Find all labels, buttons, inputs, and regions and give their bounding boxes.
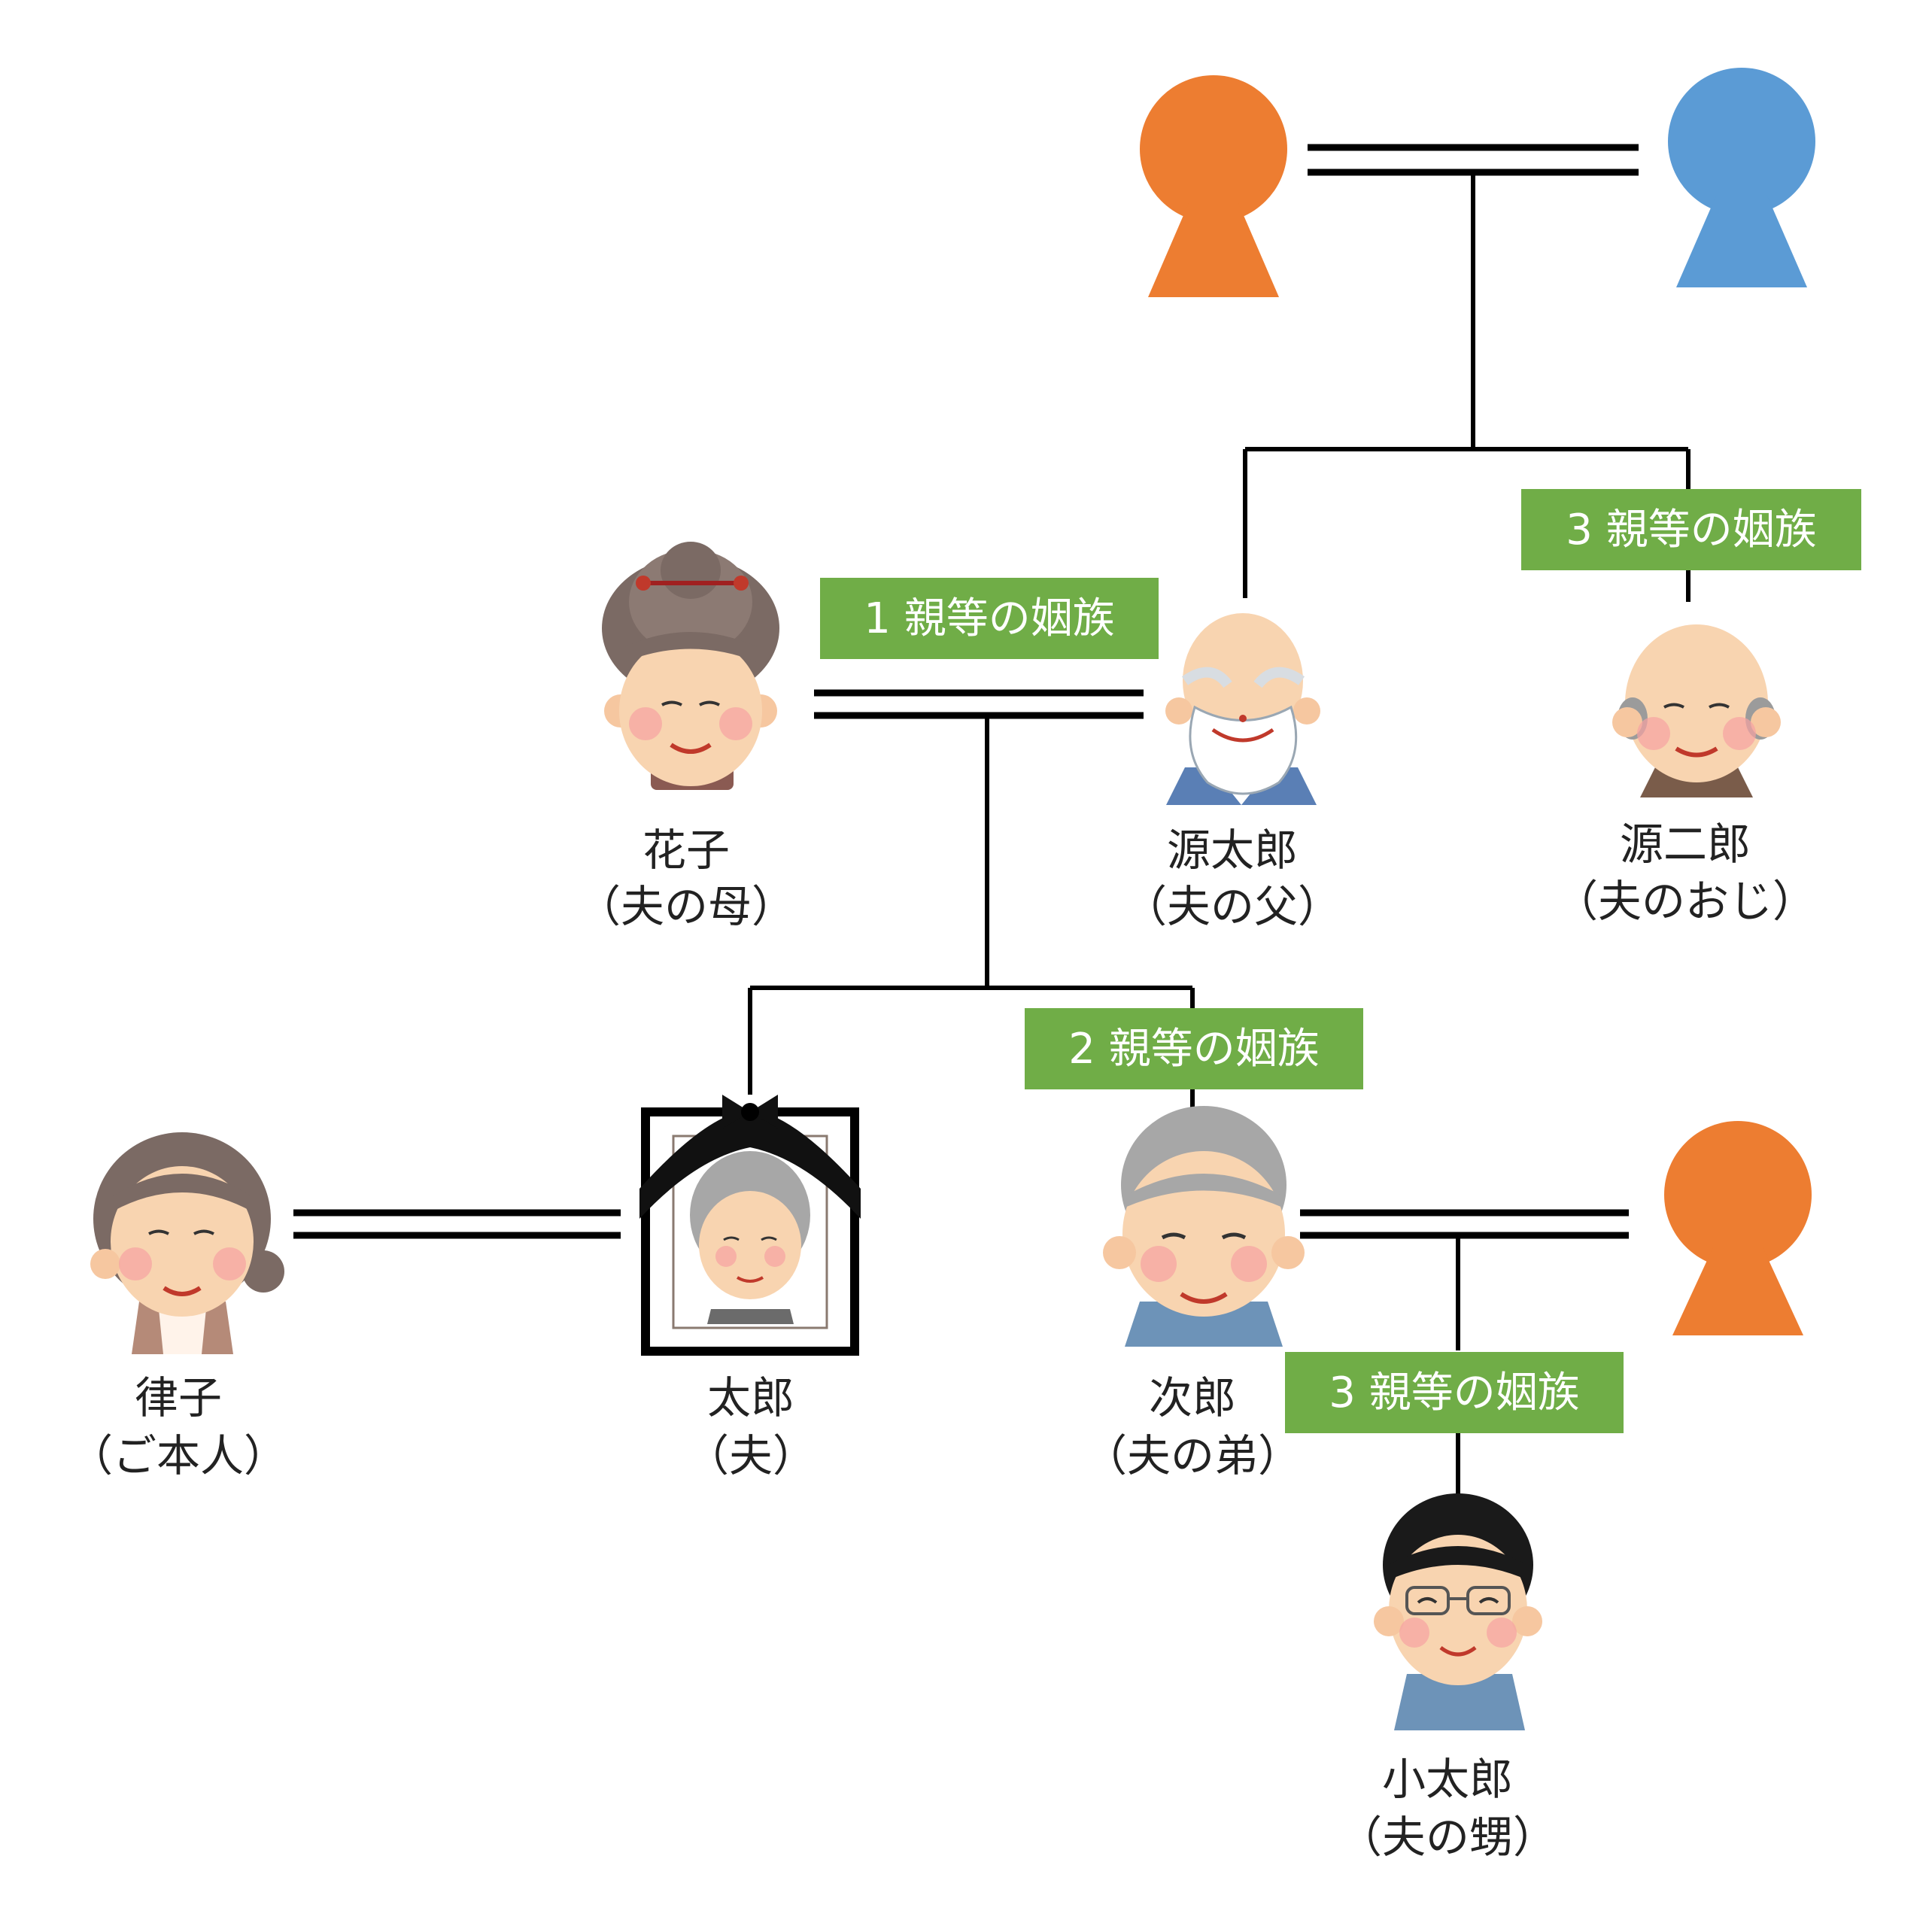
hanako-illustration — [602, 542, 779, 790]
jiro-illustration — [1103, 1106, 1305, 1347]
person-icon-head — [1140, 75, 1287, 223]
person-name: 太郎 — [707, 1372, 794, 1423]
kotaro-illustration — [1374, 1493, 1542, 1730]
person-relation: （夫のおじ） — [1554, 876, 1816, 927]
female-person-icon — [1664, 1121, 1812, 1335]
person-name: 源二郎 — [1620, 819, 1751, 870]
badge-degree3-nephew-label: 3 親等の姻族 — [1329, 1368, 1579, 1417]
person-relation: （夫の父） — [1123, 881, 1341, 932]
badge-degree2: 2 親等の姻族 — [1025, 1008, 1363, 1089]
badge-degree3-uncle: 3 親等の姻族 — [1521, 489, 1861, 570]
genjiro-illustration — [1612, 624, 1781, 797]
taro-memorial-portrait — [639, 1095, 861, 1356]
badge-degree3-nephew: 3 親等の姻族 — [1285, 1352, 1624, 1433]
person-icon-body — [1672, 1247, 1803, 1335]
person-icon-head — [1664, 1121, 1812, 1268]
female-person-icon — [1140, 75, 1287, 297]
person-relation: （ご本人） — [69, 1430, 287, 1481]
label-gentaro: 源太郎 （夫の父） — [1123, 825, 1341, 932]
connector-lines — [293, 144, 1690, 1499]
person-relation: （夫） — [685, 1430, 816, 1481]
person-relation: （夫の弟） — [1083, 1430, 1302, 1481]
person-name: 次郎 — [1149, 1372, 1236, 1423]
person-icon-head — [1668, 68, 1815, 215]
label-genjiro: 源二郎 （夫のおじ） — [1554, 819, 1816, 927]
label-taro: 太郎 （夫） — [685, 1372, 816, 1481]
label-jiro: 次郎 （夫の弟） — [1083, 1372, 1302, 1481]
person-relation: （夫の甥） — [1338, 1812, 1557, 1863]
person-relation: （夫の母） — [577, 881, 795, 932]
person-name: 律子 — [135, 1372, 222, 1423]
ritsuko-illustration — [90, 1132, 284, 1354]
person-name: 小太郎 — [1382, 1754, 1513, 1805]
person-name: 花子 — [642, 825, 730, 876]
badge-degree2-label: 2 親等の姻族 — [1068, 1025, 1319, 1074]
badge-degree3-uncle-label: 3 親等の姻族 — [1566, 506, 1816, 554]
badge-degree1: 1 親等の姻族 — [820, 578, 1159, 659]
person-icon-body — [1148, 203, 1279, 297]
person-icon-body — [1676, 194, 1807, 287]
label-hanako: 花子 （夫の母） — [577, 825, 795, 932]
label-kotaro: 小太郎 （夫の甥） — [1338, 1754, 1557, 1863]
badge-degree1-label: 1 親等の姻族 — [864, 594, 1114, 643]
label-ritsuko: 律子 （ご本人） — [69, 1372, 287, 1481]
person-name: 源太郎 — [1167, 825, 1298, 876]
gentaro-illustration — [1165, 613, 1320, 805]
male-person-icon — [1668, 68, 1815, 287]
